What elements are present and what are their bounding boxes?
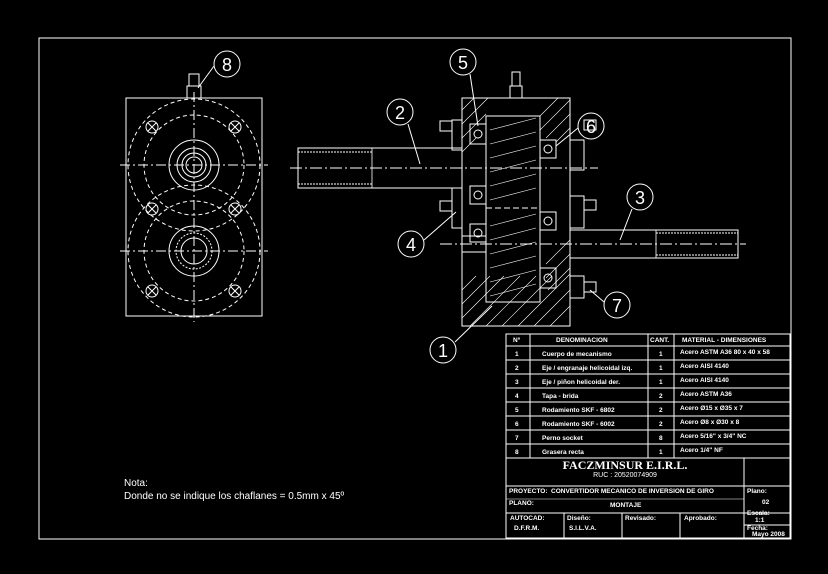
row-num: 8: [515, 449, 519, 456]
balloon-7: 7: [612, 296, 622, 316]
note-text: Donde no se indique los chaflanes = 0.5m…: [124, 491, 345, 502]
plano-label: PLANO:: [509, 500, 534, 507]
row-name: Eje / piñon helicoidal der.: [542, 379, 621, 386]
row-name: Grasera recta: [542, 449, 584, 456]
row-qty: 1: [659, 449, 663, 456]
row-name: Rodamiento SKF - 6002: [542, 421, 615, 428]
row-material: Acero Ø15 x Ø35 x 7: [680, 405, 743, 412]
proyecto-label: PROYECTO:: [509, 488, 548, 495]
drawing-note: Nota: Donde no se indique los chaflanes …: [124, 477, 344, 503]
balloons: [197, 48, 654, 364]
row-num: 6: [515, 421, 519, 428]
balloon-3: 3: [635, 188, 645, 208]
balloon-2: 2: [395, 103, 405, 123]
note-title: Nota:: [124, 478, 148, 489]
plano-num-value: 02: [762, 499, 770, 506]
aprobado-label: Aprobado:: [684, 515, 717, 522]
row-material: Acero 1/4" NF: [680, 447, 723, 454]
escala-value: 1:1: [755, 517, 765, 524]
row-qty: 2: [659, 393, 663, 400]
balloon-numbers: 8 5 2 6 3 4 7 1: [222, 53, 645, 361]
header-qty: CANT.: [650, 337, 670, 344]
bolt-holes: [145, 120, 242, 298]
row-name: Perno socket: [542, 435, 583, 442]
company-name: FACZMINSUR E.I.R.L.: [562, 458, 688, 472]
row-qty: 1: [659, 351, 663, 358]
row-name: Rodamiento SKF - 6802: [542, 407, 615, 414]
row-num: 1: [515, 351, 519, 358]
diseno-label: Diseño:: [567, 515, 591, 522]
drawing-border: [38, 37, 792, 540]
header-name: DENOMINACION: [556, 337, 608, 344]
row-name: Cuerpo de mecanismo: [542, 351, 612, 358]
balloon-5: 5: [458, 53, 468, 73]
proyecto-value: CONVERTIDOR MECANICO DE INVERSION DE GIR…: [551, 488, 714, 495]
section-view: [290, 71, 746, 327]
header-material: MATERIAL - DIMENSIONES: [682, 337, 767, 344]
autocad-value: D.F.R.M.: [514, 525, 540, 532]
row-material: Acero 5/16" x 3/4" NC: [680, 433, 747, 440]
parts-table-grid: [505, 333, 791, 539]
row-name: Tapa - brida: [542, 393, 579, 400]
row-num: 7: [515, 435, 519, 442]
plano-value: MONTAJE: [610, 502, 642, 509]
balloon-8: 8: [222, 55, 232, 75]
header-num: Nº: [513, 337, 521, 344]
revisado-label: Revisado:: [625, 515, 657, 522]
row-qty: 2: [659, 407, 663, 414]
balloon-1: 1: [438, 341, 448, 361]
balloon-4: 4: [406, 235, 416, 255]
company-ruc: RUC : 20520074909: [593, 472, 657, 479]
row-num: 2: [515, 365, 519, 372]
row-material: Acero AISI 4140: [680, 363, 729, 370]
bearings: [469, 123, 557, 289]
row-qty: 2: [659, 421, 663, 428]
row-num: 3: [515, 379, 519, 386]
row-name: Eje / engranaje helicoidal izq.: [542, 365, 633, 372]
row-material: Acero AISI 4140: [680, 377, 729, 384]
row-material: Acero ASTM A36 80 x 40 x 58: [680, 349, 770, 356]
plano-num-label: Plano:: [747, 488, 767, 495]
row-qty: 1: [659, 365, 663, 372]
fecha-value: Mayo 2008: [752, 531, 785, 538]
row-material: Acero ASTM A36: [680, 391, 732, 398]
balloon-6: 6: [586, 117, 596, 137]
escala-label: Escala:: [747, 510, 770, 517]
fecha-label: Fecha:: [747, 525, 768, 532]
row-qty: 8: [659, 435, 663, 442]
diseno-value: S.I.L.V.A.: [569, 525, 597, 532]
row-num: 5: [515, 407, 519, 414]
row-qty: 1: [659, 379, 663, 386]
end-view: [120, 73, 268, 322]
row-material: Acero Ø8 x Ø30 x 8: [680, 419, 740, 426]
row-num: 4: [515, 393, 519, 400]
autocad-label: AUTOCAD:: [510, 515, 545, 522]
